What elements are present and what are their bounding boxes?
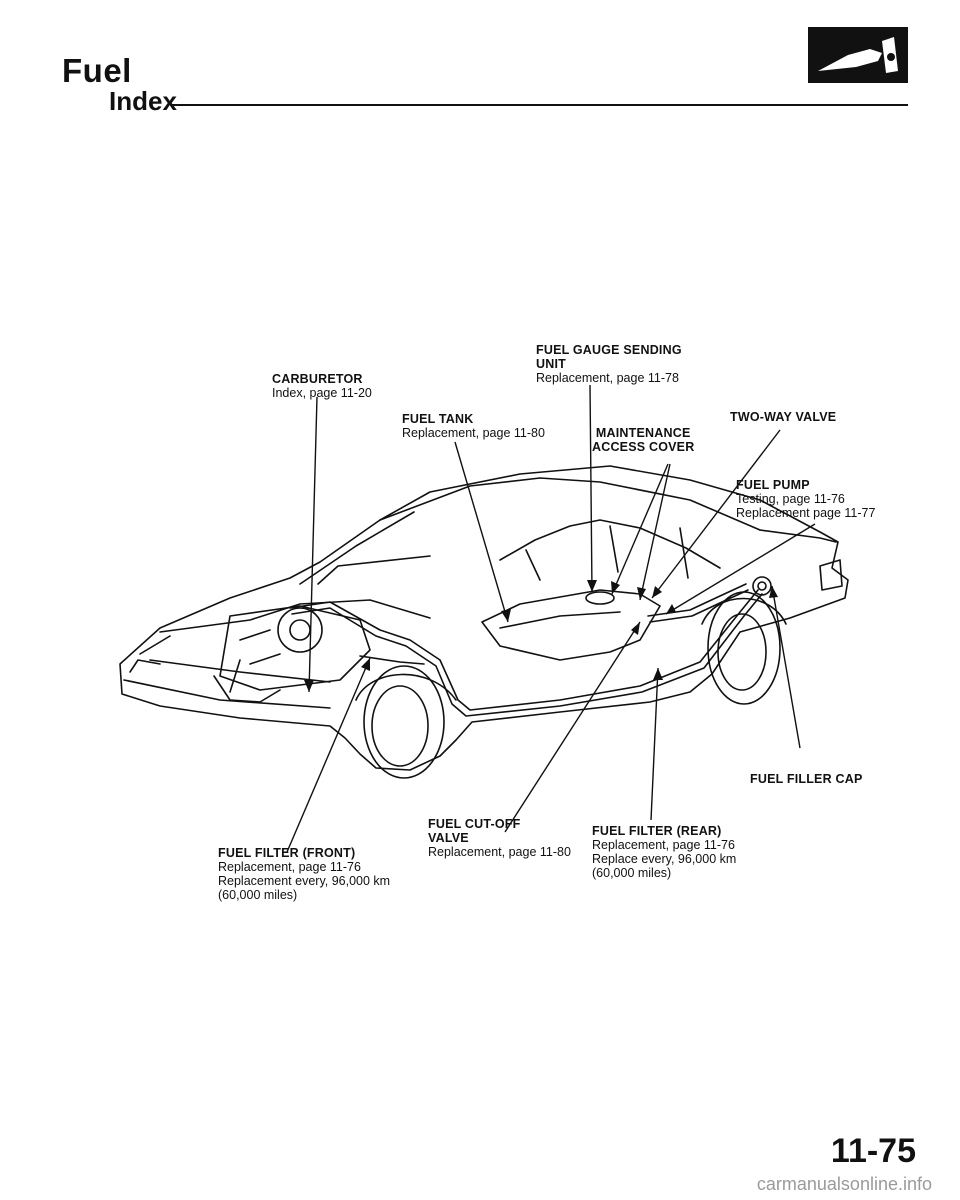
page-subtitle: Index [109,86,177,116]
callout-detail: Replace every, 96,000 km [592,852,737,866]
callout-detail: (60,000 miles) [218,888,298,902]
callout-fuel-pump: FUEL PUMP Testing, page 11-76 Replacemen… [736,478,875,520]
section-title: Fuel [62,52,132,89]
callout-detail: Replacement, page 11-76 [218,860,361,874]
callout-title: FUEL PUMP [736,478,810,492]
callout-detail: (60,000 miles) [592,866,672,880]
callout-fuel-filter-rear: FUEL FILTER (REAR) Replacement, page 11-… [592,824,736,880]
callout-detail: Index, page 11-20 [272,386,372,400]
callout-maintenance-access-cover: MAINTENANCE ACCESS COVER [592,426,694,454]
callout-title: UNIT [536,357,566,371]
page-number: 11-75 [830,1132,916,1170]
callout-title: FUEL GAUGE SENDING [536,343,682,357]
callout-carburetor: CARBURETOR Index, page 11-20 [272,372,372,400]
callout-title: FUEL FILTER (REAR) [592,824,722,838]
callout-detail: Testing, page 11-76 [736,492,845,506]
callout-fuel-filler-cap: FUEL FILLER CAP [750,772,863,786]
callout-title: ACCESS COVER [592,440,695,454]
callout-fuel-gauge-sending-unit: FUEL GAUGE SENDING UNIT Replacement, pag… [536,343,682,385]
callout-detail: Replacement, page 11-78 [536,371,679,385]
callout-fuel-cut-off-valve: FUEL CUT-OFF VALVE Replacement, page 11-… [428,817,571,859]
callout-title: VALVE [428,831,469,845]
callout-title: FUEL FILLER CAP [750,772,863,786]
callout-title: MAINTENANCE [595,426,691,440]
header-rule [172,104,908,106]
callout-title: FUEL CUT-OFF [428,817,521,831]
callout-title: FUEL TANK [402,412,474,426]
watermark: carmanualsonline.info [756,1174,932,1194]
callout-detail: Replacement, page 11-80 [402,426,545,440]
callout-two-way-valve: TWO-WAY VALVE [730,410,836,424]
callout-title: TWO-WAY VALVE [730,410,837,424]
callout-title: CARBURETOR [272,372,363,386]
callout-fuel-filter-front: FUEL FILTER (FRONT) Replacement, page 11… [218,846,390,902]
callout-fuel-tank: FUEL TANK Replacement, page 11-80 [402,412,545,440]
callout-detail: Replacement page 11-77 [736,506,876,520]
callout-detail: Replacement, page 11-80 [428,845,571,859]
callout-detail: Replacement, page 11-76 [592,838,735,852]
callout-title: FUEL FILTER (FRONT) [218,846,356,860]
callout-detail: Replacement every, 96,000 km [218,874,391,888]
fuel-nozzle-icon [808,27,908,83]
